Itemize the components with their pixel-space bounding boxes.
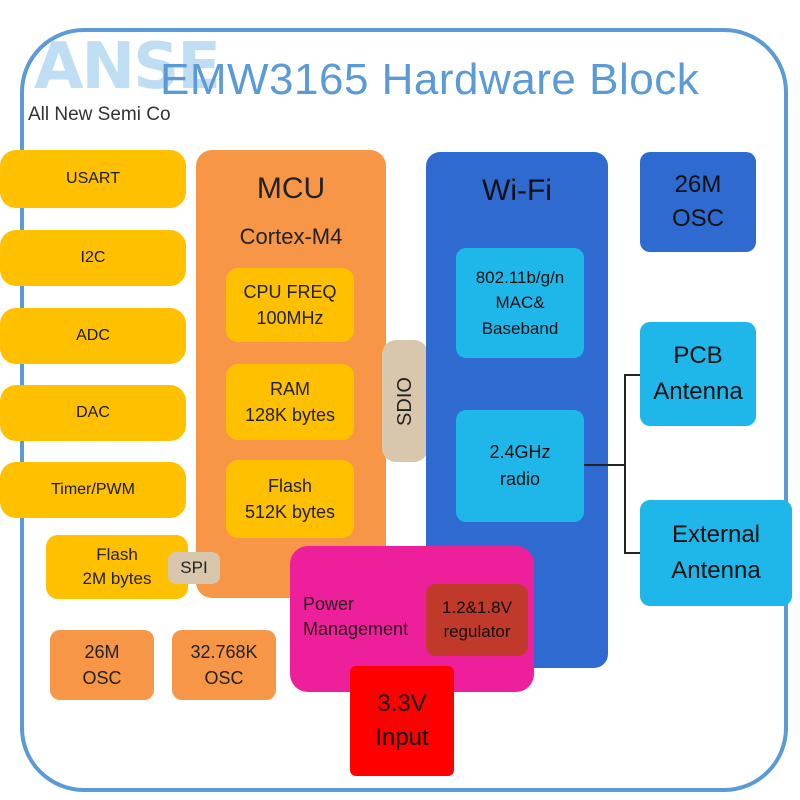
input-label: Input — [375, 724, 429, 751]
external-flash-block: Flash 2M bytes — [46, 535, 188, 599]
radio-connector-line — [584, 464, 626, 466]
ram-label: RAM — [270, 378, 310, 399]
diagram-title: EMW3165 Hardware Block — [160, 55, 700, 104]
mcu-title: MCU — [256, 172, 326, 205]
external-antenna-line — [624, 552, 640, 554]
pcb-antenna-label: Antenna — [653, 378, 743, 405]
power-label-line1: Power — [303, 594, 355, 614]
radio-label: radio — [499, 469, 541, 489]
osc-32k-freq: 32.768K — [190, 641, 258, 662]
dac-block: DAC — [0, 385, 186, 441]
spi-connector: SPI — [168, 552, 220, 584]
company-name: All New Semi Co — [28, 104, 171, 125]
cpu-freq-value: 100MHz — [256, 308, 324, 328]
ram-block: RAM 128K bytes — [226, 364, 354, 440]
antenna-bus-line — [624, 374, 626, 554]
power-label-line2: Management — [303, 619, 409, 640]
baseband-label: Baseband — [481, 318, 559, 338]
regulator-block: 1.2&1.8V regulator — [426, 584, 528, 656]
pcb-antenna-line — [624, 374, 640, 376]
regulator-voltage: 1.2&1.8V — [442, 598, 512, 618]
osc-26m-freq: 26M — [84, 641, 120, 662]
radio-frequency: 2.4GHz — [489, 442, 551, 462]
cpu-freq-block: CPU FREQ 100MHz — [226, 268, 354, 342]
osc-26m-top-freq: 26M — [674, 171, 722, 199]
external-antenna-label: Antenna — [671, 557, 761, 584]
pcb-antenna-block: PCB Antenna — [640, 322, 756, 426]
external-flash-size: 2M bytes — [82, 569, 152, 588]
osc-26m-block: 26M OSC — [50, 630, 154, 700]
external-flash-label: Flash — [96, 545, 138, 565]
mcu-flash-block: Flash 512K bytes — [226, 460, 354, 538]
mac-label: MAC& — [495, 293, 545, 313]
mac-standard: 802.11b/g/n — [475, 267, 565, 287]
osc-32k-label: OSC — [204, 668, 244, 688]
mcu-flash-label: Flash — [267, 475, 312, 496]
mac-baseband-block: 802.11b/g/n MAC& Baseband — [456, 248, 584, 358]
osc-26m-label: OSC — [82, 668, 122, 688]
radio-block: 2.4GHz radio — [456, 410, 584, 522]
sdio-label: SDIO — [393, 376, 416, 426]
power-input-block: 3.3V Input — [350, 666, 454, 776]
power-management-label: Power Management — [303, 592, 408, 642]
regulator-label: regulator — [443, 622, 511, 641]
osc-26m-top-block: 26M OSC — [640, 152, 756, 252]
i2c-block: I2C — [0, 230, 186, 286]
mcu-flash-value: 512K bytes — [244, 502, 336, 522]
wifi-title: Wi-Fi — [482, 174, 552, 207]
company-logo: ANSE — [34, 30, 221, 104]
external-antenna-block: External Antenna — [640, 500, 792, 606]
usart-block: USART — [0, 150, 186, 208]
ram-value: 128K bytes — [244, 405, 336, 425]
mcu-subtitle: Cortex-M4 — [239, 224, 343, 249]
sdio-connector: SDIO — [382, 340, 428, 462]
osc-26m-top-label: OSC — [671, 205, 724, 232]
external-antenna-type: External — [671, 521, 761, 548]
input-voltage: 3.3V — [377, 690, 427, 718]
cpu-freq-label: CPU FREQ — [243, 281, 337, 302]
osc-32k-block: 32.768K OSC — [172, 630, 276, 700]
pcb-antenna-type: PCB — [673, 342, 723, 369]
timer-pwm-block: Timer/PWM — [0, 462, 186, 518]
adc-block: ADC — [0, 308, 186, 364]
